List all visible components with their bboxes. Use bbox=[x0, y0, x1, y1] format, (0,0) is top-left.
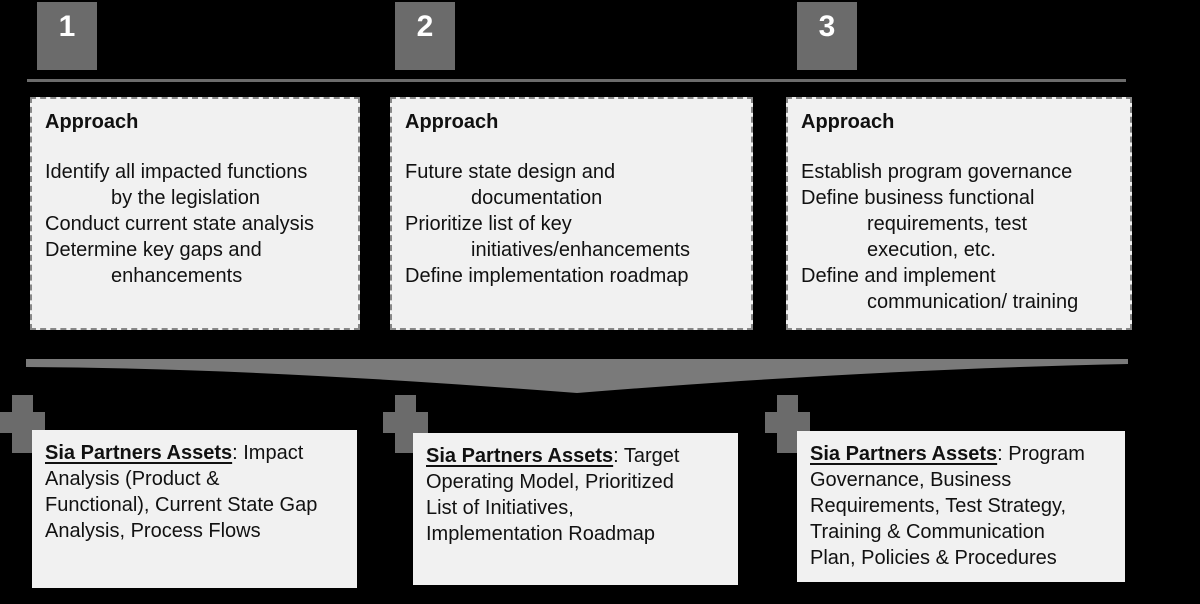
assets-label: Sia Partners Assets bbox=[810, 443, 998, 465]
assets-line: Analysis, Process Flows bbox=[45, 520, 261, 542]
funnel-chevron-icon bbox=[26, 359, 1128, 393]
approach-line: Define and implement bbox=[801, 265, 996, 287]
assets-label: Sia Partners Assets bbox=[426, 445, 614, 467]
approach-line: Determine key gaps and bbox=[45, 239, 262, 261]
assets-line: Sia Partners Assets: Target bbox=[426, 445, 680, 467]
approach-line: by the legislation bbox=[111, 187, 260, 209]
plus-icon bbox=[765, 395, 810, 453]
approach-line: Prioritize list of key bbox=[405, 213, 572, 235]
approach-box-2: Approach Future state design and document… bbox=[390, 97, 753, 330]
approach-line: enhancements bbox=[111, 265, 243, 287]
plus-icon bbox=[0, 395, 45, 453]
approach-line: communication/ training bbox=[867, 291, 1079, 313]
assets-line: Sia Partners Assets: Impact bbox=[45, 442, 304, 464]
approach-title: Approach bbox=[405, 111, 499, 133]
assets-line: List of Initiatives, bbox=[426, 497, 574, 519]
assets-line: Functional), Current State Gap bbox=[45, 494, 318, 516]
assets-line: Analysis (Product & bbox=[45, 468, 220, 490]
plus-icon bbox=[383, 395, 428, 453]
approach-line: Define implementation roadmap bbox=[405, 265, 689, 287]
approach-body: Identify all impacted functions by the le… bbox=[45, 159, 345, 289]
step-number-badge-3: 3 bbox=[797, 2, 857, 70]
approach-line: Future state design and bbox=[405, 161, 616, 183]
step-number-badge-1: 1 bbox=[37, 2, 97, 70]
assets-line: Governance, Business bbox=[810, 469, 1012, 491]
approach-title: Approach bbox=[801, 111, 895, 133]
assets-line: Sia Partners Assets: Program bbox=[810, 443, 1085, 465]
assets-line: Implementation Roadmap bbox=[426, 523, 656, 545]
approach-line: Conduct current state analysis bbox=[45, 213, 315, 235]
assets-line: Training & Communication bbox=[810, 521, 1045, 543]
approach-line: Identify all impacted functions bbox=[45, 161, 308, 183]
approach-line: execution, etc. bbox=[867, 239, 996, 261]
approach-line: documentation bbox=[471, 187, 603, 209]
approach-title: Approach bbox=[45, 111, 139, 133]
assets-line: Operating Model, Prioritized bbox=[426, 471, 674, 493]
approach-line: Establish program governance bbox=[801, 161, 1073, 183]
assets-line: Plan, Policies & Procedures bbox=[810, 547, 1057, 569]
assets-line: Requirements, Test Strategy, bbox=[810, 495, 1067, 517]
approach-line: requirements, test bbox=[867, 213, 1028, 235]
approach-line: initiatives/enhancements bbox=[471, 239, 691, 261]
approach-line: Define business functional bbox=[801, 187, 1035, 209]
step-number-badge-2: 2 bbox=[395, 2, 455, 70]
timeline-rule bbox=[27, 79, 1126, 82]
assets-label: Sia Partners Assets bbox=[45, 442, 233, 464]
approach-box-1: Approach Identify all impacted functions… bbox=[30, 97, 360, 330]
